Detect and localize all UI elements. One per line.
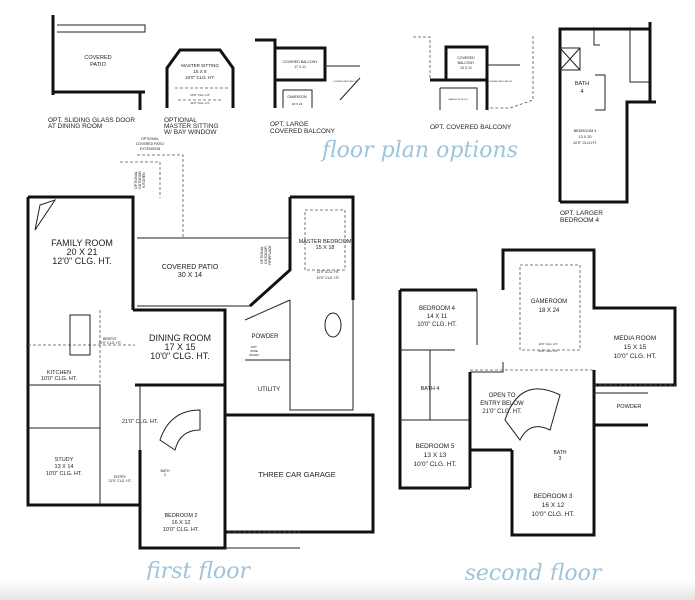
svg-text:OPTIONALOUTDOORKITCHEN: OPTIONALOUTDOORKITCHEN: [134, 171, 146, 189]
room-label: STUDY: [55, 457, 74, 463]
staircase: [504, 388, 561, 441]
room-label: BEDROOM 2: [164, 513, 197, 519]
svg-text:OPTIONALOUTDOORFIREPLACE: OPTIONALOUTDOORFIREPLACE: [260, 245, 272, 265]
room-label: COVERED: [84, 55, 111, 61]
room-label: UTILITY: [258, 387, 280, 393]
room-label: COVERED: [457, 56, 475, 60]
svg-text:11'0" CLG. HT.10'0" CLG. HT.: 11'0" CLG. HT.10'0" CLG. HT.: [316, 270, 339, 280]
room-label: BEDROOM 4: [574, 129, 597, 133]
room-label: BATH: [575, 81, 589, 87]
room-label: MEDIA ROOM: [614, 335, 656, 342]
svg-text:21'0" CLG. HT.: 21'0" CLG. HT.: [122, 419, 159, 425]
room-label: THREE CAR GARAGE: [258, 470, 336, 479]
room-label: POWDER: [617, 404, 642, 410]
room-label: KITCHEN: [47, 370, 71, 376]
svg-text:COVERED PATIO BELOW: COVERED PATIO BELOW: [333, 80, 357, 83]
room-label: FAMILY ROOM: [51, 238, 113, 248]
room-label: GAMEROOM: [531, 299, 567, 305]
bathtub: [324, 312, 342, 338]
kitchen-island: [69, 314, 91, 356]
room-label: POWDER: [252, 334, 280, 340]
staircase: [159, 409, 201, 451]
room-label: COVERED PATIO: [162, 264, 219, 271]
svg-text:GAMEROOM 18 X 24: GAMEROOM 18 X 24: [448, 98, 468, 101]
svg-text:COVERED PATIO BELOW: COVERED PATIO BELOW: [488, 80, 512, 83]
room-label: BEDROOM 5: [415, 443, 454, 450]
room-label: MASTER BEDROOM: [299, 239, 352, 245]
room-label: BATH 4: [421, 386, 440, 392]
option-caption: OPT. SLIDING GLASS DOOR: [48, 117, 135, 124]
svg-text:18 X 24: 18 X 24: [292, 102, 303, 106]
room-label: OPEN TO: [489, 393, 516, 399]
svg-text:GAMEROOM: GAMEROOM: [287, 95, 307, 99]
footer-bar: [0, 580, 695, 600]
room-label: COVERED BALCONY: [282, 60, 318, 64]
room-label: BEDROOM 4: [419, 306, 456, 312]
room-label: DINING ROOM: [149, 333, 211, 343]
option-caption: OPT. LARGER: [560, 210, 603, 217]
heading-floor-plan-options: floor plan options: [320, 138, 518, 163]
room-label: BEDROOM 3: [533, 493, 572, 500]
room-label: MASTER SITTING: [181, 63, 219, 68]
option-caption: OPT. COVERED BALCONY: [430, 124, 512, 131]
option-caption: OPTIONAL: [164, 117, 197, 124]
svg-text:11'0" CLG. HT.10'0" CLG. HT.: 11'0" CLG. HT.10'0" CLG. HT.: [538, 342, 558, 353]
svg-text:10'0" CLG. HT.: 10'0" CLG. HT.: [190, 93, 210, 97]
option-caption: OPT. LARGE: [270, 121, 309, 128]
heading-first-floor: first floor: [144, 559, 251, 584]
svg-text:11'0" CLG. HT.: 11'0" CLG. HT.: [190, 101, 210, 105]
